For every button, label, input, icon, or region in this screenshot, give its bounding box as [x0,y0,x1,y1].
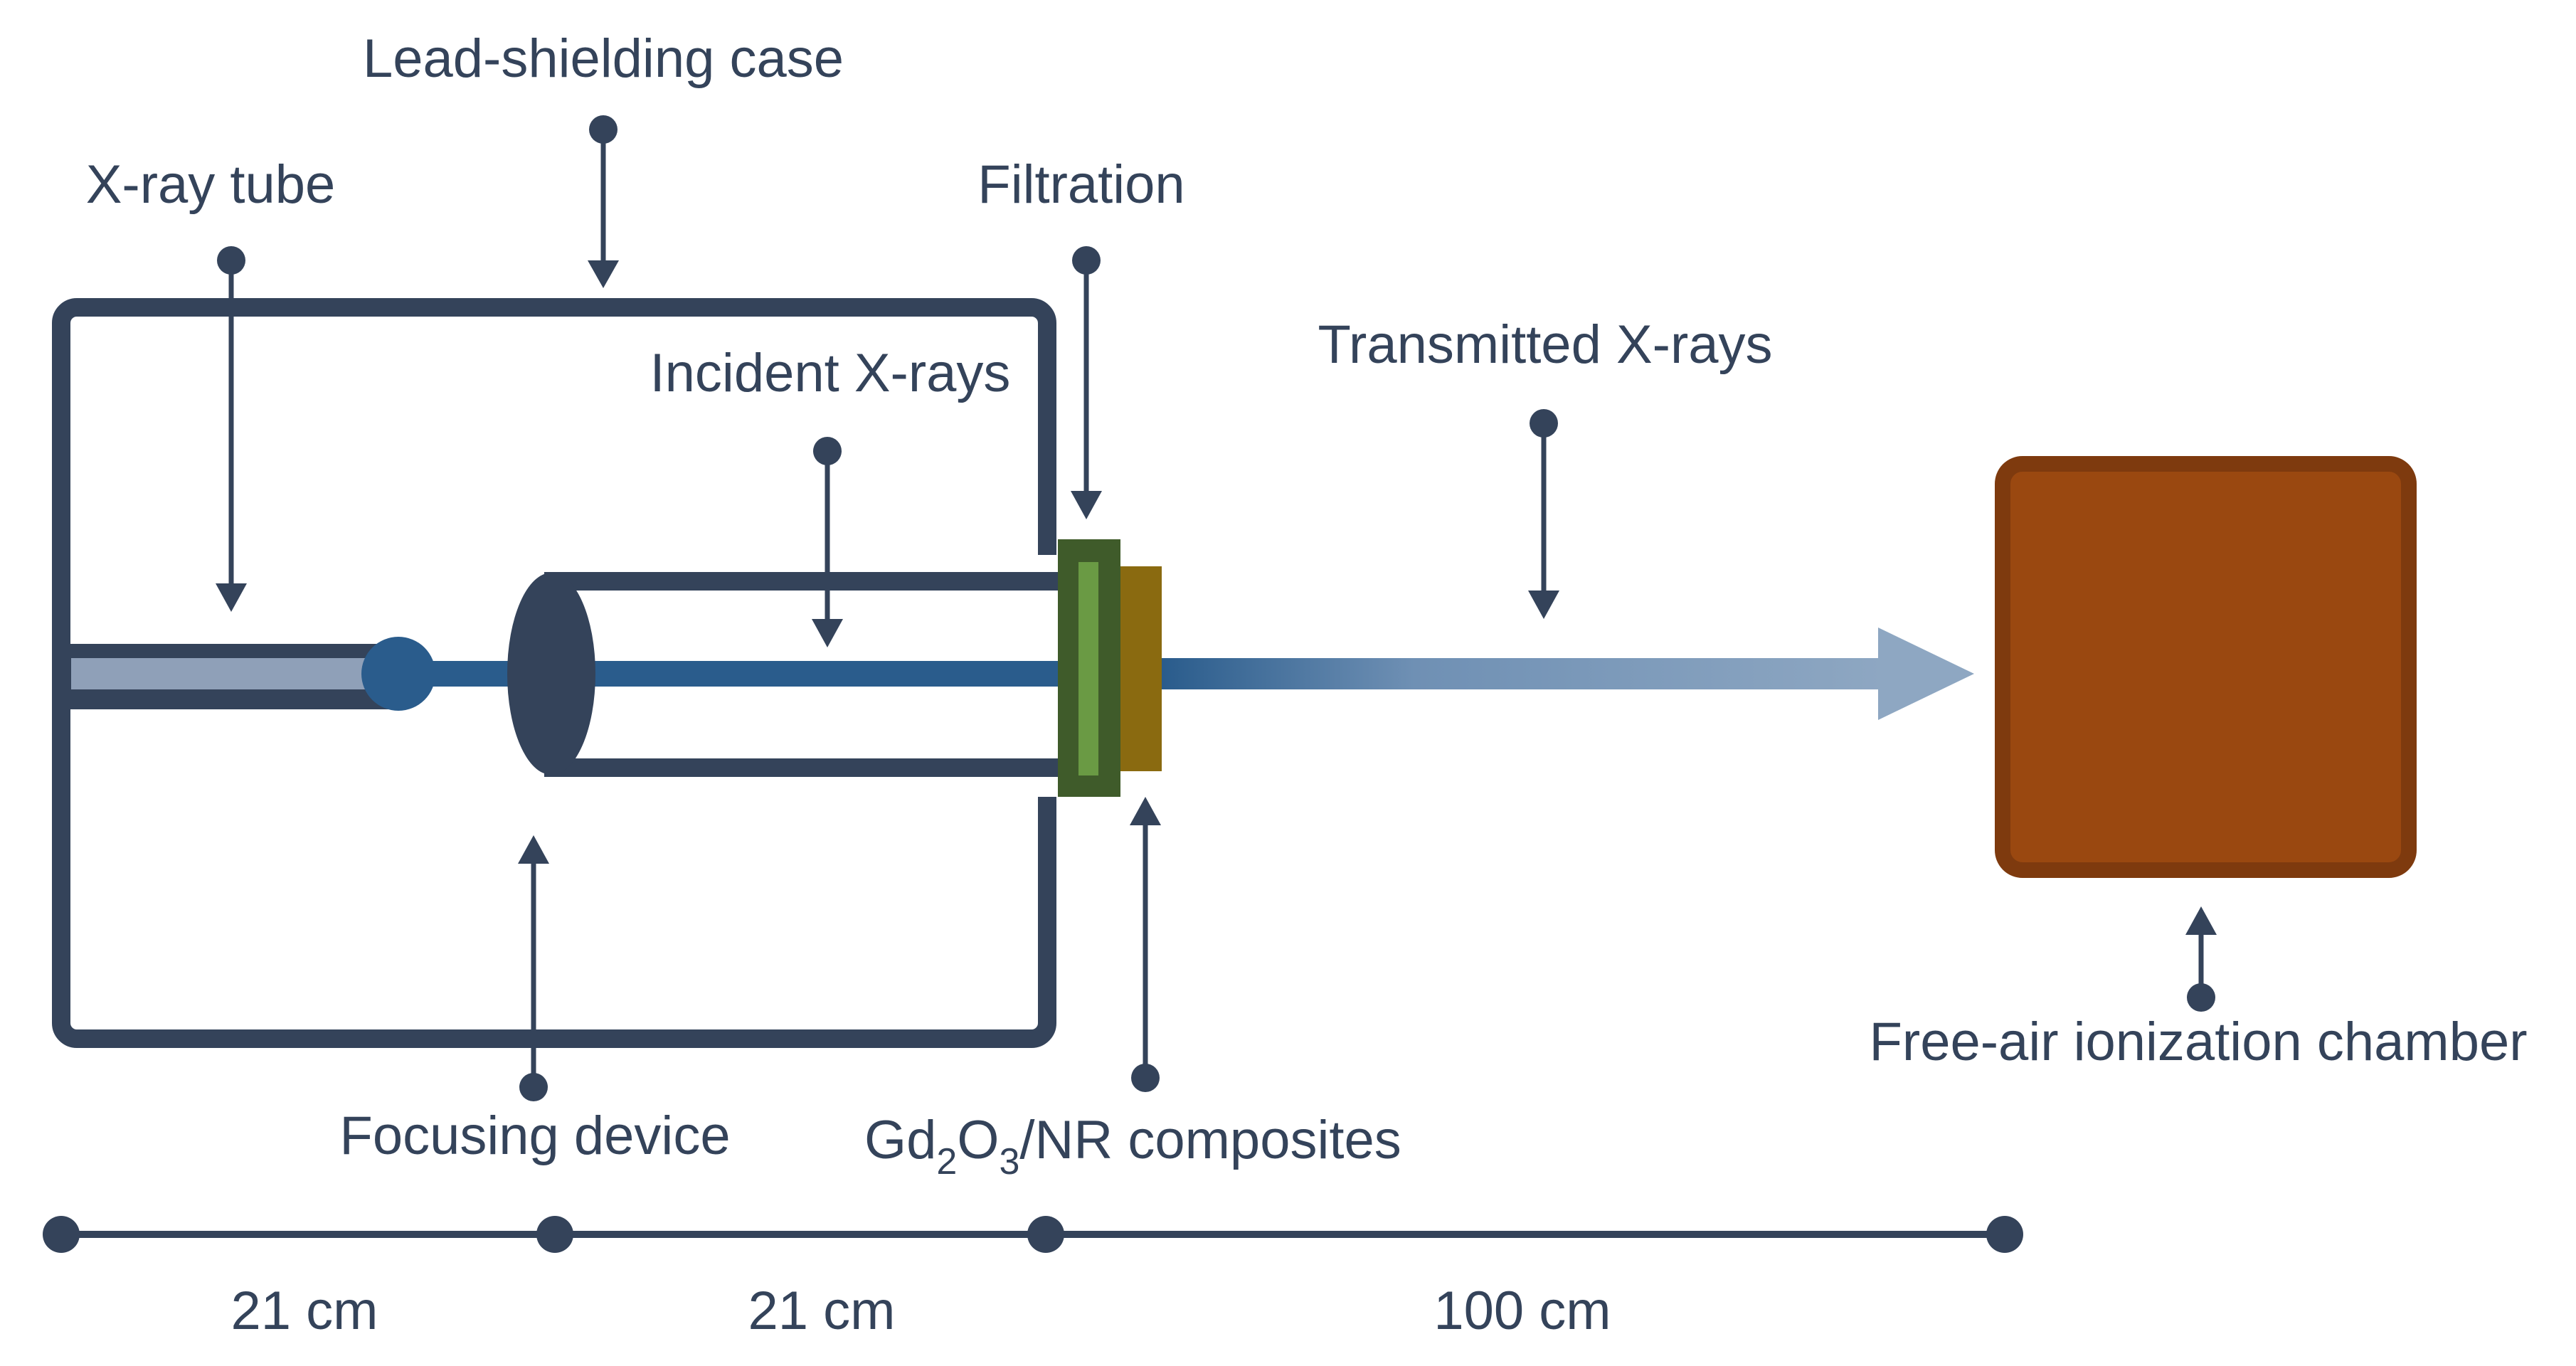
callout-arrowhead [518,835,549,864]
transmitted-beam [1162,658,1884,689]
label-incident-xrays: Incident X-rays [650,343,1011,403]
tube-anode [361,637,435,711]
collimator-top-wall [544,572,1064,591]
callout-arrowhead [1071,491,1102,519]
callout-arrowhead [812,619,843,647]
scale-node [536,1216,573,1253]
distance-label: 100 cm [1433,1281,1611,1341]
composite-sample [1120,566,1162,771]
distance-label: 21 cm [231,1281,378,1341]
label-free-air-chamber: Free-air ionization chamber [1869,1012,2527,1072]
callout-arrowhead [588,260,619,288]
filtration-plate-inner [1078,562,1098,775]
callout-arrowhead [2185,906,2217,935]
label-transmitted-xrays: Transmitted X-rays [1318,314,1772,375]
scale-node [1986,1216,2023,1253]
label-focusing-device: Focusing device [339,1106,730,1166]
label-composites: Gd2O3/NR composites [864,1110,1401,1182]
xray-tube-inner [71,658,381,689]
label-filtration: Filtration [977,154,1184,215]
label-xray-tube: X-ray tube [86,154,336,215]
focusing-lens [507,573,595,775]
scale-node [1027,1216,1064,1253]
transmitted-arrowhead [1878,628,1974,720]
scale-node [43,1216,80,1253]
callout-arrowhead [1130,797,1161,825]
free-air-ionization-chamber [1995,456,2417,878]
callout-arrowhead [1528,591,1559,619]
callout-arrowhead [216,583,247,612]
collimator-bottom-wall [544,758,1064,777]
distance-label: 21 cm [748,1281,896,1341]
label-lead-shielding-case: Lead-shielding case [363,28,844,89]
